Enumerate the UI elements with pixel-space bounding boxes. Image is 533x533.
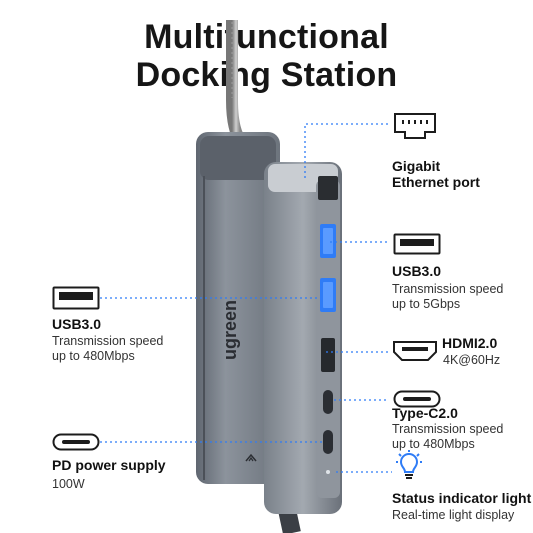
hdmi-icon	[392, 340, 438, 367]
type-c-icon-left	[52, 433, 100, 456]
hdmi-title: HDMI2.0	[442, 335, 498, 351]
usb-a-icon	[393, 233, 441, 260]
port-hdmi	[321, 338, 335, 372]
port-usb-a-2	[320, 278, 336, 312]
ethernet-port-icon	[393, 112, 437, 145]
cable-top	[226, 20, 246, 144]
usb30-right-sub2: up to 5Gbps	[392, 297, 461, 311]
pd-title: PD power supply	[52, 457, 166, 473]
svg-text:ugreen: ugreen	[220, 300, 240, 360]
typec-sub2: up to 480Mbps	[392, 437, 475, 451]
port-type-c-1	[323, 390, 333, 414]
status-sub: Real-time light display	[392, 508, 515, 522]
port-usb-a-1	[320, 224, 336, 258]
title-line-1: Multifunctional	[144, 18, 389, 56]
usb30-right-sub1: Transmission speed	[392, 282, 504, 296]
type-c-icon-right	[393, 390, 441, 413]
status-title: Status indicator light	[392, 490, 532, 506]
port-type-c-2	[323, 430, 333, 454]
usb30-left-sub2: up to 480Mbps	[52, 349, 135, 363]
pd-sub: 100W	[52, 477, 85, 491]
title-line-2: Docking Station	[135, 56, 398, 94]
typec-title: Type-C2.0	[392, 405, 458, 421]
ethernet-title: Gigabit	[392, 158, 441, 174]
leader-lines	[100, 123, 392, 473]
usb30-right-title: USB3.0	[392, 263, 442, 279]
usb30-left-title: USB3.0	[52, 316, 102, 332]
port-ethernet	[318, 176, 338, 200]
typec-sub1: Transmission speed	[392, 422, 504, 436]
ethernet-title-2: Ethernet port	[392, 174, 480, 190]
brand-wordmark: ugreen	[220, 300, 240, 360]
hub-back-housing	[196, 132, 280, 484]
usb-a-icon-left	[52, 286, 100, 315]
usb30-left-sub1: Transmission speed	[52, 334, 164, 348]
status-led	[326, 470, 330, 474]
chevron-logo-icon	[245, 453, 257, 462]
hdmi-sub: 4K@60Hz	[443, 353, 501, 367]
light-bulb-icon	[396, 450, 422, 487]
